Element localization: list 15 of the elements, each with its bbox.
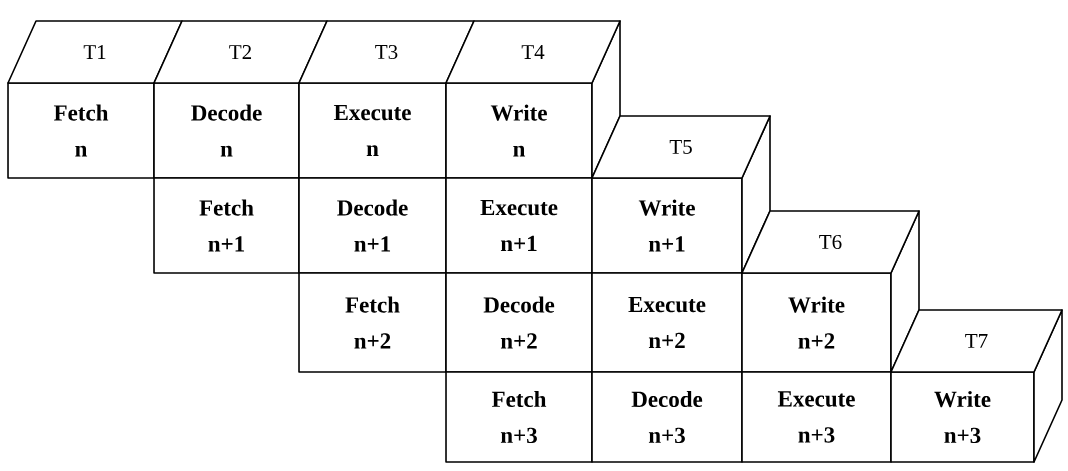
time-step-face: T3 (298, 20, 475, 84)
stage-cell: Execute n+1 (445, 177, 593, 274)
stage-cell: Fetch n+1 (153, 177, 300, 274)
time-step-face: T1 (7, 20, 183, 84)
stage-cell: Decode n (153, 82, 300, 179)
stage-cell: Fetch n (7, 82, 155, 179)
stage-cell: Decode n+1 (298, 177, 447, 274)
stage-cell: Execute n+3 (741, 371, 892, 463)
stage-cell: Fetch n+2 (298, 272, 447, 373)
time-step-face: T2 (153, 20, 328, 84)
stage-cell: Decode n+2 (445, 272, 593, 373)
stage-cell: Fetch n+3 (445, 371, 593, 463)
stage-cell: Execute n+2 (591, 272, 743, 373)
stage-cell: Execute n (298, 82, 447, 179)
stage-cell: Decode n+3 (591, 371, 743, 463)
